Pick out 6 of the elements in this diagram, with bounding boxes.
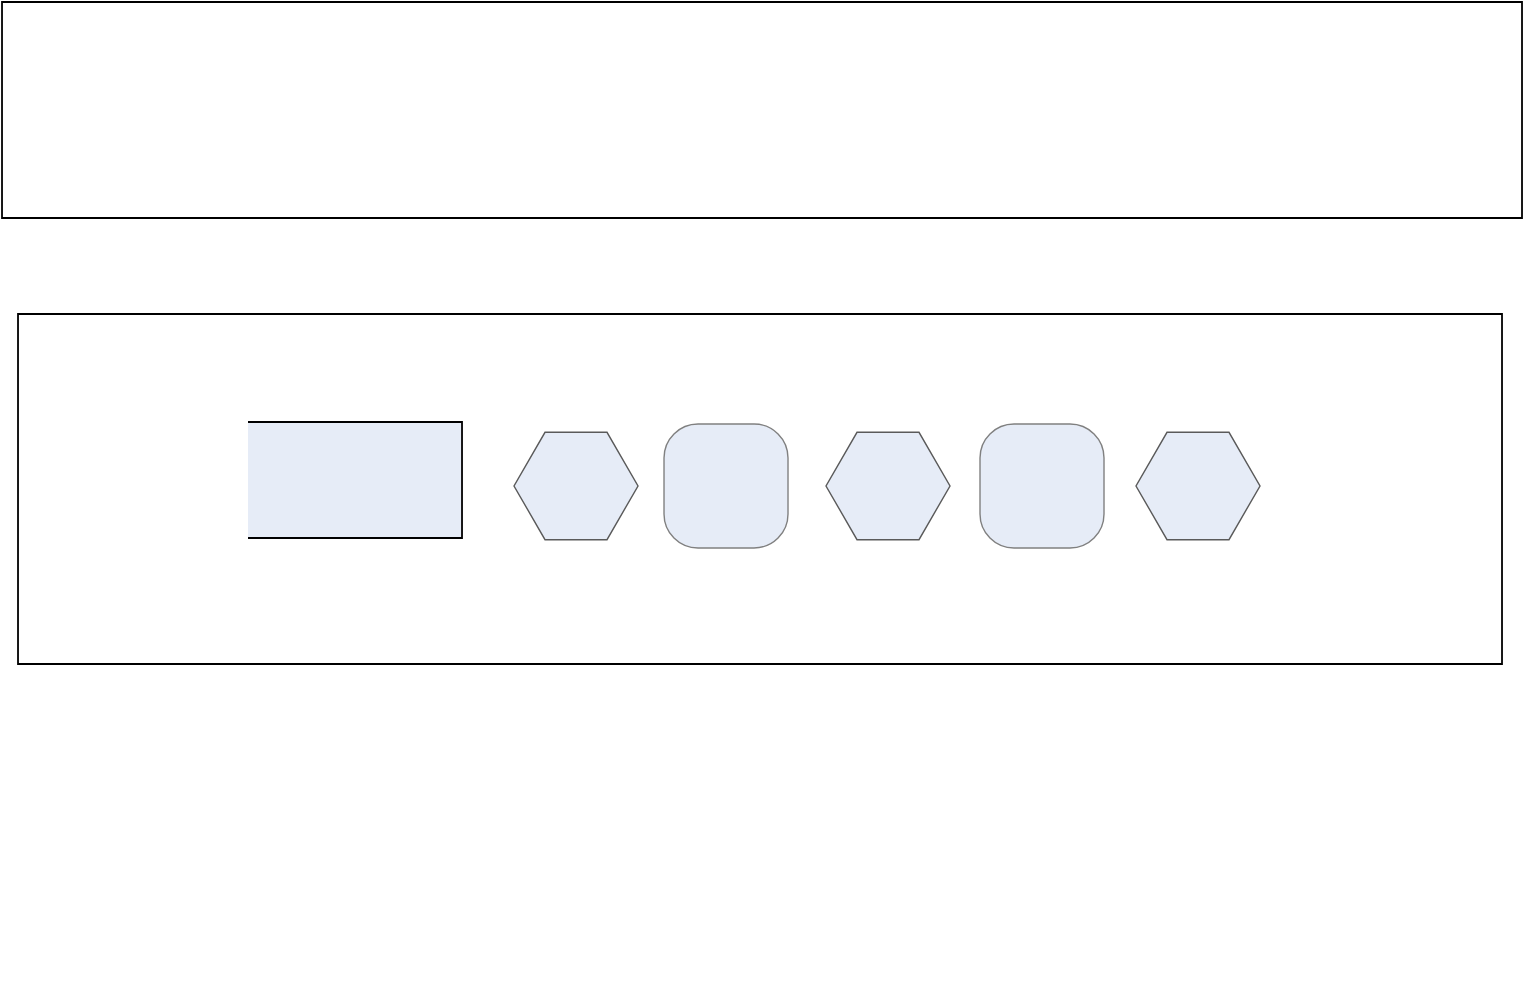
hexagon bbox=[513, 431, 639, 541]
rectangle bbox=[247, 421, 463, 539]
hexagon bbox=[1135, 431, 1261, 541]
panel bbox=[17, 313, 1503, 665]
panel bbox=[1, 1, 1523, 219]
hexagon bbox=[825, 431, 951, 541]
